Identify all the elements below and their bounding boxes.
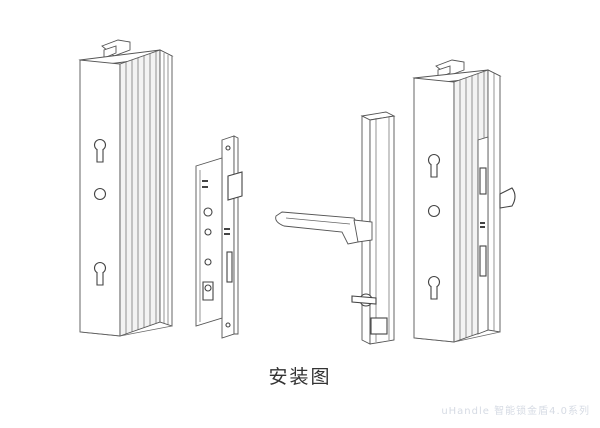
watermark: uHandle 智能锁金盾4.0系列 [441,406,590,417]
lever-handle [275,211,361,245]
smart-lock-handle-plate [275,111,396,345]
left-frame-hole [93,187,107,201]
cylinder-cover [370,317,388,335]
left-door-frame-profile [78,39,174,337]
right-frame-keyhole-bottom [427,275,441,300]
mortise-lock-body [195,135,243,339]
thumb-turn [351,293,377,307]
deadbolt-slot [226,251,233,283]
right-frame-hole [427,204,441,218]
left-frame-keyhole-top [93,138,107,163]
left-frame-keyhole-bottom [93,261,107,286]
right-door-frame-assembled [412,59,516,343]
figure-caption: 安装图 [268,366,332,388]
latch-bolt [227,171,243,201]
right-frame-keyhole-top [427,153,441,178]
protruding-latch [499,187,516,209]
